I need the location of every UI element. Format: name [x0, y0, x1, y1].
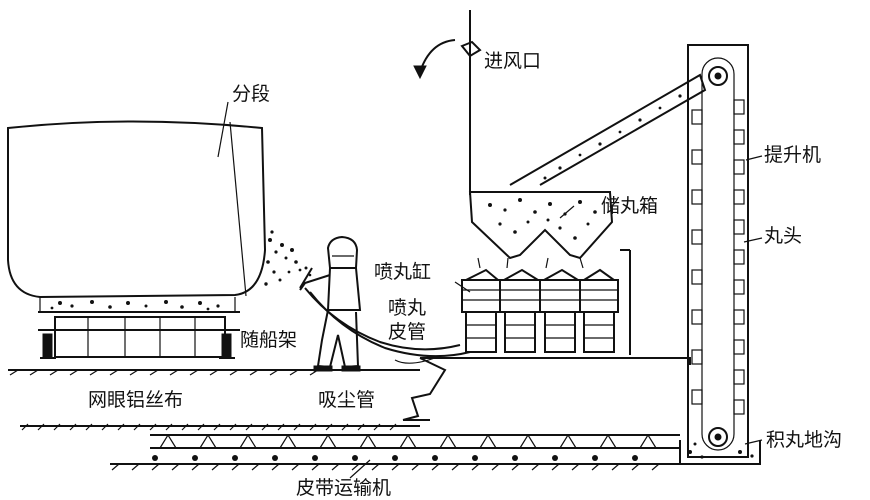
- label-dust-pipe: 吸尘管: [318, 389, 375, 411]
- blast-tank-4: [580, 270, 618, 352]
- ground-lines: [8, 370, 680, 470]
- ship-segment: [8, 102, 265, 312]
- shot-storage-box: [470, 192, 612, 258]
- shot-pit: [680, 440, 762, 464]
- label-shot-storage-box: 储丸箱: [601, 195, 658, 217]
- feed-chute: [510, 75, 705, 185]
- belt-conveyor: [150, 435, 680, 478]
- shot-spray: [264, 230, 311, 285]
- operator-figure: [300, 237, 360, 371]
- ship-frame: [38, 312, 240, 358]
- storage-leader: [560, 206, 574, 218]
- shot-head-leader: [744, 238, 762, 242]
- label-ship-frame: 随船架: [240, 329, 297, 351]
- label-hoist: 提升机: [764, 144, 821, 166]
- hoist: [688, 45, 762, 457]
- label-belt-conveyor: 皮带运输机: [296, 477, 391, 499]
- air-inlet: [414, 10, 480, 195]
- dust-pipe-structure: [403, 358, 690, 420]
- blast-tank-1: [462, 270, 500, 352]
- blast-tank-3: [540, 270, 580, 352]
- segment-leader: [218, 102, 228, 157]
- segment-seam: [230, 122, 246, 296]
- label-shot-hose-1: 喷丸: [388, 297, 426, 319]
- label-air-inlet: 进风口: [484, 50, 541, 72]
- label-shot-hose-2: 皮管: [388, 321, 426, 343]
- hoist-buckets: [692, 100, 744, 414]
- blast-tanks: [455, 270, 618, 352]
- label-shot-tank: 喷丸缸: [374, 261, 431, 283]
- label-segment: 分段: [232, 83, 270, 105]
- label-mesh-cloth: 网眼铝丝布: [88, 389, 183, 411]
- blast-tank-2: [500, 270, 540, 352]
- label-shot-pit: 积丸地沟: [766, 429, 842, 451]
- label-shot-head: 丸头: [764, 225, 802, 247]
